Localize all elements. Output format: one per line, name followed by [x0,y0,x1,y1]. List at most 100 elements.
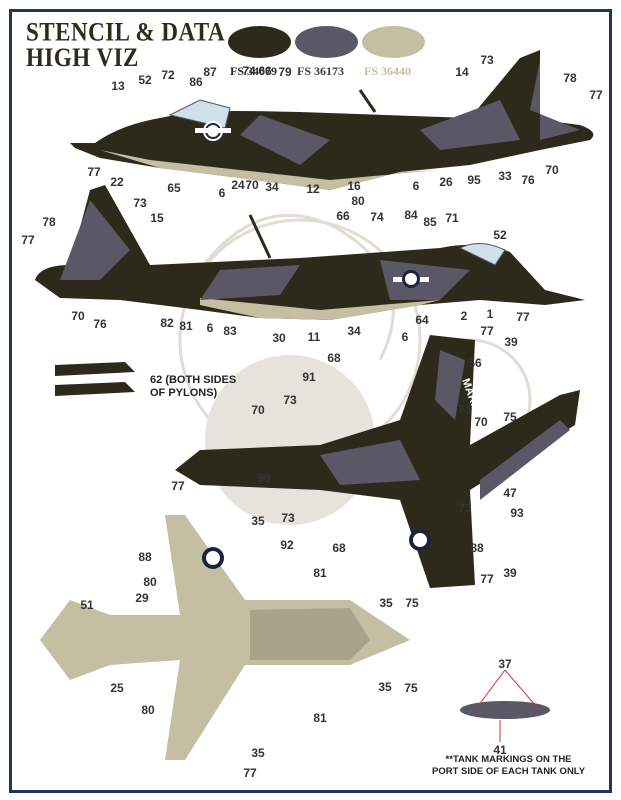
callout-number: 52 [493,228,507,242]
callout-number: 76 [93,317,107,331]
callout-number: 11 [308,330,321,344]
callout-number: 86 [189,75,203,89]
callout-number: 87 [203,65,217,79]
title-line-2: HIGH VIZ [26,43,139,72]
callout-number: 81 [179,319,193,333]
callout-number: 75 [404,681,418,695]
callout-number: 35 [251,514,265,528]
callout-number: 73 [281,511,295,525]
callout-number: 74 [370,210,384,224]
callout-number: 68 [332,541,346,555]
callout-number: 6 [402,330,409,344]
callout-number: 88 [470,541,484,555]
aircraft-top-view: MARINES [175,335,580,588]
callout-number: 14 [455,65,469,79]
aircraft-left-side-view [70,50,594,190]
callout-number: 77 [480,572,494,586]
paint-swatch-fs36173 [295,26,358,58]
callout-number: 35 [379,596,393,610]
callout-number: 77 [589,88,603,102]
callout-number: 80 [143,575,157,589]
callout-number: 81 [313,711,327,725]
callout-number: 77 [87,165,101,179]
callout-number: 65 [167,181,181,195]
paint-code: FS 36440 [364,64,412,78]
callout-number: 39 [503,566,517,580]
callout-number: 70 [474,415,488,429]
pylon-note-line2: OF PYLONS) [150,387,218,399]
callout-number: 24 [231,178,245,192]
title-line-1: STENCIL & DATA [26,17,226,47]
callout-number: 76 [521,173,535,187]
callout-number: 93 [510,506,524,520]
callout-number: 26 [439,175,453,189]
callout-number: 75 [405,596,419,610]
callout-number: 39 [504,335,518,349]
tank-note-line1: **TANK MARKINGS ON THE [445,754,572,765]
callout-number: 79 [278,65,292,79]
callout-number: 56 [468,356,482,370]
callout-number: 77 [21,233,35,247]
callout-number: 70 [71,309,85,323]
callout-number: 95 [467,173,481,187]
callout-number: 30 [272,331,286,345]
callout-number: 78 [42,215,56,229]
callout-number: 64 [415,313,429,327]
callout-number: 91 [302,370,316,384]
paint-code: FS 34079 [230,64,278,78]
callout-number: 77 [243,766,257,780]
pylon-decal [55,382,135,396]
callout-number: 25 [110,681,124,695]
callout-number: 70 [545,163,559,177]
callout-number: 80 [351,194,365,208]
callout-number: 77 [516,310,530,324]
callout-number: 52 [138,73,152,87]
callout-number: 33 [498,169,512,183]
callout-number: 16 [347,179,361,193]
callout-number: 51 [80,598,94,612]
callout-number: 72 [161,68,175,82]
callout-number: 74 [242,64,256,78]
callout-number: 35 [378,680,392,694]
callout-number: 83 [223,324,237,338]
callout-number: 47 [503,486,517,500]
paint-swatch-fs34079 [228,26,291,58]
callout-number: 6 [413,179,420,193]
callout-number: 12 [306,182,320,196]
callout-number: 92 [280,538,294,552]
tank-note: **TANK MARKINGS ON THE PORT SIDE OF EACH… [432,754,585,778]
callout-number: 88 [138,550,152,564]
callout-number: 6 [207,321,214,335]
tank-note-line2: PORT SIDE OF EACH TANK ONLY [432,766,586,777]
pylon-note-line1: (BOTH SIDES [165,374,237,386]
paint-code: FS 36173 [297,64,345,78]
callout-number: 15 [150,211,164,225]
callout-number: 70 [251,403,265,417]
callout-number: 80 [141,703,155,717]
callout-number: 22 [110,175,124,189]
callout-number: 73 [458,501,472,515]
drop-tank-diagram [460,669,550,742]
callout-number: 2 [461,309,468,323]
callout-number: 90 [257,471,271,485]
callout-number: 13 [111,79,125,93]
paint-swatch-fs36440 [362,26,425,58]
callout-number: 82 [160,316,174,330]
callout-number: 6 [219,186,226,200]
callout-number: 68 [327,351,341,365]
sheet-title: STENCIL & DATA HIGH VIZ [26,17,226,72]
callout-number: 35 [251,746,265,760]
aircraft-right-side-view [35,185,585,320]
callout-number: 29 [135,591,149,605]
callout-number: 73 [480,53,494,67]
callout-number: 34 [265,180,279,194]
callout-number: 81 [313,566,327,580]
aircraft-bottom-view [40,515,410,760]
callout-number: 84 [404,208,418,222]
callout-number: 70 [245,178,259,192]
callout-number: 75 [503,410,517,424]
callout-number: 37 [498,657,512,671]
callout-number: 78 [563,71,577,85]
callout-number: 73 [133,196,147,210]
